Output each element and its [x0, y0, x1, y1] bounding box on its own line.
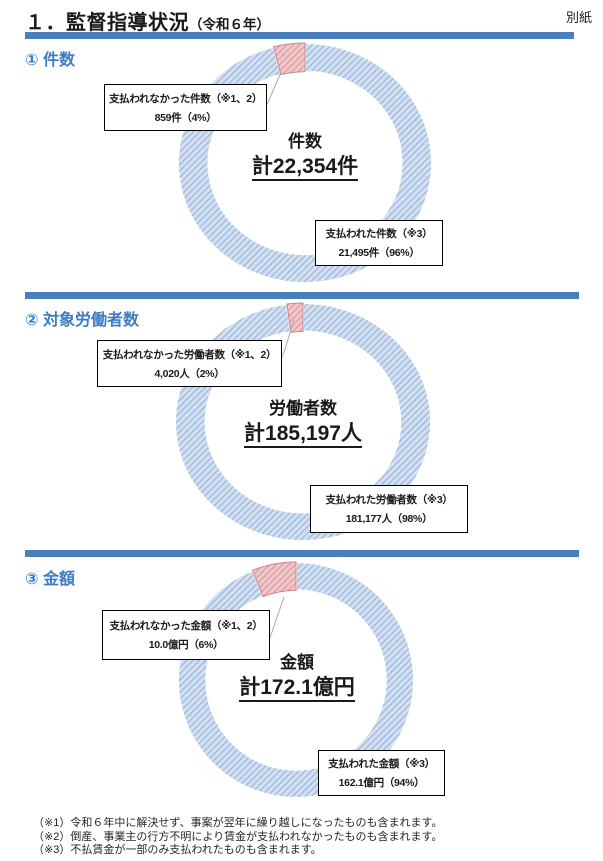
callout-value: 10.0億円（6%）: [148, 639, 224, 651]
donut-center-title: 件数: [288, 132, 322, 151]
callout-value: 181,177人（98%）: [345, 513, 433, 525]
callout-value: 162.1億円（94%）: [338, 777, 425, 789]
callout-value: 21,495件（96%）: [338, 247, 420, 259]
section-divider-bar: [25, 292, 579, 299]
page-title-sub: （令和６年）: [189, 17, 270, 32]
donut-center-total: 計172.1億円: [197, 675, 397, 703]
donut-center-workers: 労働者数 計185,197人: [203, 398, 403, 449]
callout-label: 支払われなかった件数（※1、2）: [108, 92, 263, 105]
callout-paid-cases: 支払われた件数（※3） 21,495件（96%）: [315, 220, 443, 266]
footnote-2: （※2）倒産、事業主の行方不明により賃金が支払われなかったものも含まれます。: [33, 830, 443, 843]
page-title-main: １．監督指導状況: [25, 12, 189, 34]
donut-center-title: 金額: [280, 653, 314, 672]
callout-label: 支払われた金額（※3）: [328, 758, 435, 770]
section-divider-bar: [25, 550, 579, 557]
footnote-3: （※3）不払賃金が一部のみ支払われたものも含まれます。: [33, 844, 322, 856]
callout-label: 支払われなかった労働者数（※1、2）: [102, 348, 277, 361]
callout-label: 支払われた労働者数（※3）: [325, 494, 453, 506]
section-heading-workers: ② 対象労働者数: [25, 312, 139, 329]
callout-unpaid-cases: 支払われなかった件数（※1、2） 859件（4%）: [104, 84, 267, 131]
title-underline-bar: [25, 32, 574, 39]
callout-label: 支払われなかった金額（※1、2）: [109, 620, 263, 632]
callout-paid-workers: 支払われた労働者数（※3） 181,177人（98%）: [310, 485, 468, 533]
donut-center-title: 労働者数: [269, 399, 337, 418]
section-heading-amount: ③ 金額: [25, 571, 75, 588]
callout-unpaid-amount: 支払われなかった金額（※1、2） 10.0億円（6%）: [102, 610, 270, 660]
donut-center-total: 計185,197人: [203, 421, 403, 449]
corner-label: 別紙: [565, 10, 592, 25]
callout-value: 859件（4%）: [154, 111, 217, 124]
donut-center-cases: 件数 計22,354件: [205, 131, 405, 182]
callout-label: 支払われた件数（※3）: [325, 228, 433, 240]
donut-center-total: 計22,354件: [205, 154, 405, 182]
callout-unpaid-workers: 支払われなかった労働者数（※1、2） 4,020人（2%）: [97, 340, 282, 387]
donut-center-amount: 金額 計172.1億円: [197, 652, 397, 703]
page-title: １．監督指導状況（令和６年）: [25, 6, 270, 35]
callout-paid-amount: 支払われた金額（※3） 162.1億円（94%）: [318, 750, 445, 796]
footnote-1: （※1）令和６年中に解決せず、事案が翌年に繰り越しになったものも含まれます。: [33, 817, 443, 829]
section-heading-cases: ① 件数: [25, 52, 75, 69]
callout-value: 4,020人（2%）: [154, 367, 225, 380]
footnotes: （※1）令和６年中に解決せず、事案が翌年に繰り越しになったものも含まれます。 （…: [33, 817, 442, 858]
